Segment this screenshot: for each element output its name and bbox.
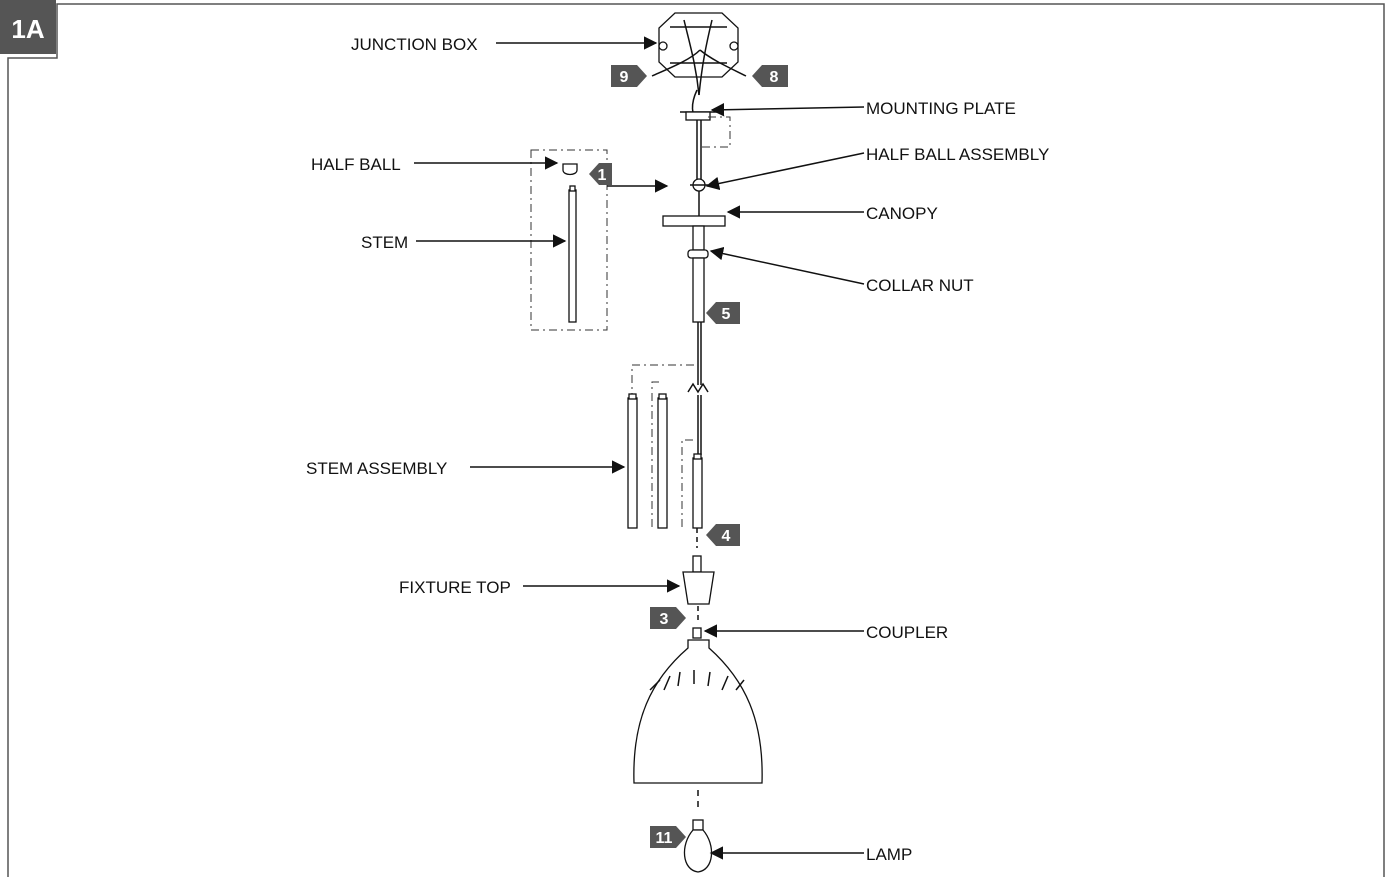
label-collar-nut: COLLAR NUT (866, 276, 974, 295)
step-badge-11: 11 (650, 826, 686, 848)
mounting-plate (680, 111, 731, 148)
stem-assembly (627, 364, 703, 529)
half-ball-stem-group (530, 149, 669, 331)
shade (633, 639, 763, 784)
label-stem-assembly: STEM ASSEMBLY (306, 459, 447, 478)
step-badge-9: 9 (611, 65, 647, 87)
label-half-ball: HALF BALL (311, 155, 401, 174)
step-badge-3: 3 (650, 607, 686, 629)
label-stem: STEM (361, 233, 408, 252)
label-fixture-top: FIXTURE TOP (399, 578, 511, 597)
leader-lines (414, 36, 865, 860)
label-canopy: CANOPY (866, 204, 938, 223)
canopy (662, 215, 726, 227)
label-half-ball-assembly: HALF BALL ASSEMBLY (866, 145, 1049, 164)
step-badge-5: 5 (706, 302, 740, 324)
svg-text:5: 5 (722, 306, 731, 323)
svg-text:3: 3 (660, 611, 669, 628)
fixture-top (682, 555, 715, 605)
figure-id: 1A (11, 14, 44, 44)
svg-text:8: 8 (770, 69, 779, 86)
coupler (692, 627, 702, 639)
step-badge-4: 4 (706, 524, 740, 546)
svg-text:11: 11 (656, 830, 673, 847)
half-ball-assembly (690, 178, 708, 192)
junction-box (651, 12, 747, 121)
figure-badge: 1A (0, 0, 56, 54)
svg-text:9: 9 (620, 69, 629, 86)
step-badge-1: 1 (589, 163, 612, 185)
svg-text:1: 1 (598, 167, 607, 184)
label-coupler: COUPLER (866, 623, 948, 642)
step-badge-8: 8 (752, 65, 788, 87)
label-junction-box: JUNCTION BOX (351, 35, 478, 54)
collar-nut (687, 249, 709, 259)
label-lamp: LAMP (866, 845, 912, 864)
lamp-bulb (683, 819, 713, 873)
label-mounting-plate: MOUNTING PLATE (866, 99, 1016, 118)
svg-text:4: 4 (722, 528, 731, 545)
figure-frame (7, 3, 1385, 877)
